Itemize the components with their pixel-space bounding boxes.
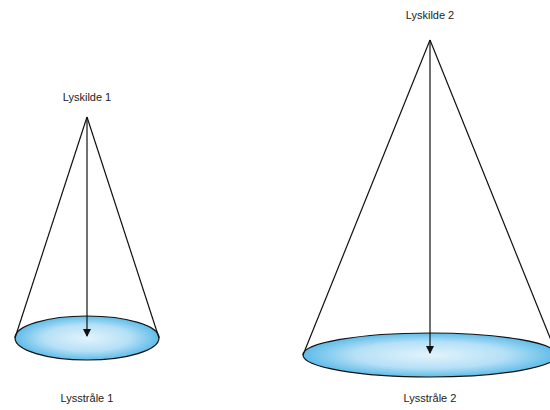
cone-edge bbox=[15, 117, 87, 338]
cone-edge bbox=[303, 40, 430, 355]
cone-edge bbox=[430, 40, 550, 355]
beam-label: Lysstråle 1 bbox=[61, 392, 114, 405]
source-label: Lyskilde 2 bbox=[406, 9, 455, 22]
ray-arrow bbox=[429, 40, 430, 353]
beam-ellipse bbox=[303, 333, 550, 377]
cone-edge bbox=[87, 117, 159, 338]
beam-label: Lysstråle 2 bbox=[404, 392, 457, 405]
ray-arrow bbox=[86, 117, 87, 336]
source-label: Lyskilde 1 bbox=[63, 91, 112, 104]
